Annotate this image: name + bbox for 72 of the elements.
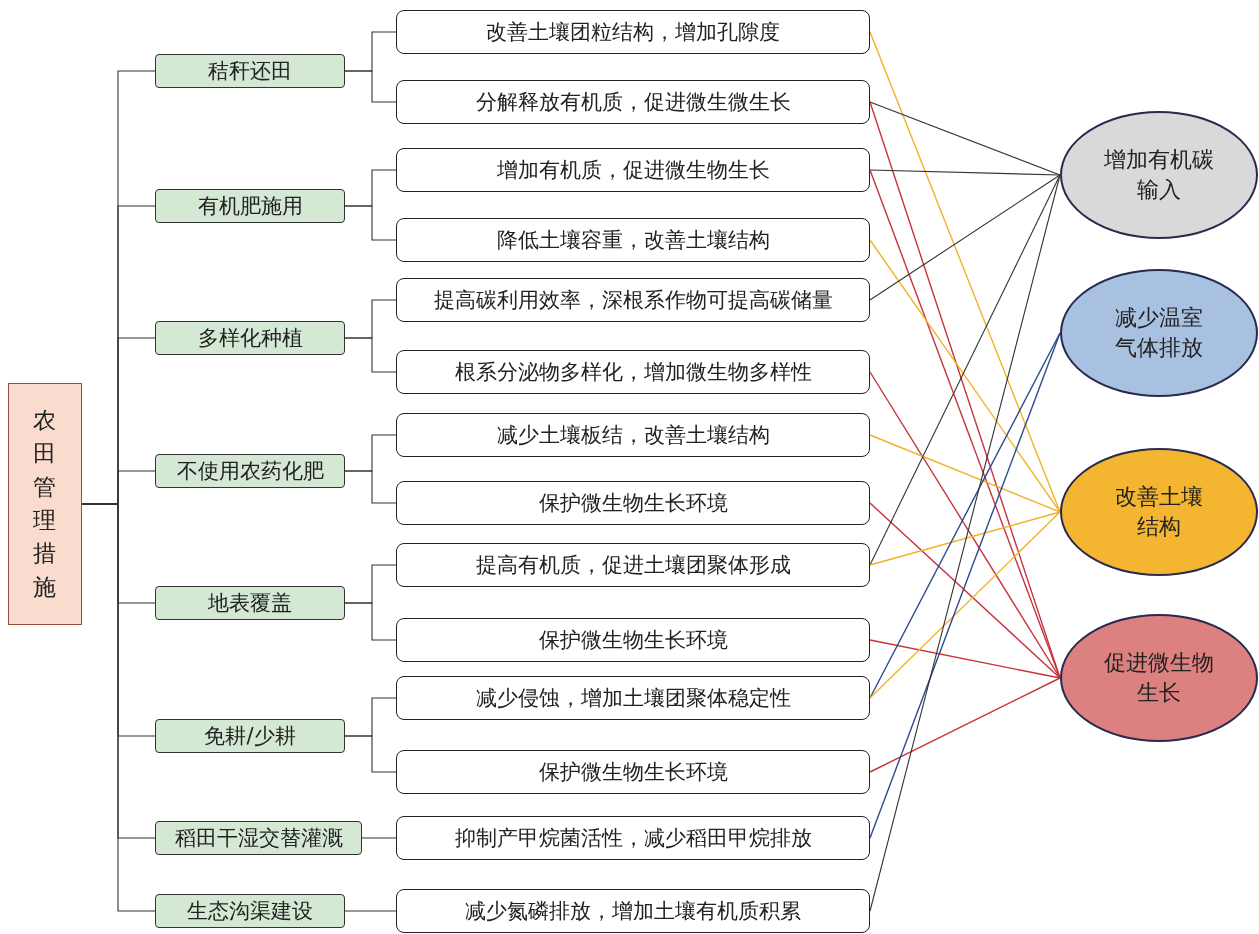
tree-connector [344, 735, 397, 773]
effect-box [396, 816, 870, 860]
tree-connector [344, 337, 397, 373]
tree-connector [344, 205, 397, 241]
effect-box [396, 543, 870, 587]
effect-box [396, 889, 870, 933]
tree-connector [344, 470, 397, 504]
connector-line [869, 174, 1061, 301]
connector-line [869, 239, 1061, 513]
connector-line [869, 174, 1061, 566]
effect-box [396, 148, 870, 192]
node-label: 促进微生物生长 [1103, 649, 1215, 707]
node-label: 根系分泌物多样化，增加微生物多样性 [454, 358, 812, 386]
node-label: 增加有机质，促进微生物生长 [496, 156, 770, 184]
effect-box [396, 10, 870, 54]
node-label: 稻田干湿交替灌溉 [174, 824, 343, 852]
node-label: 有机肥施用 [197, 192, 303, 220]
effect-box [396, 80, 870, 124]
node-label: 减少土壤板结，改善土壤结构 [496, 421, 770, 449]
node-label: 地表覆盖 [208, 589, 292, 617]
effect-box [396, 618, 870, 662]
connector-line [869, 31, 1061, 513]
node-label: 保护微生物生长环境 [538, 489, 728, 517]
node-label: 改善土壤结构 [1114, 483, 1204, 541]
tree-connector [361, 837, 397, 839]
tree-connector [344, 602, 397, 641]
tree-connector [344, 910, 397, 912]
effect-box [396, 676, 870, 720]
connector-line [869, 511, 1061, 566]
category-box [155, 321, 345, 355]
node-label: 减少温室气体排放 [1114, 304, 1204, 362]
category-box [155, 54, 345, 88]
node-label: 减少侵蚀，增加土壤团聚体稳定性 [475, 684, 791, 712]
category-box [155, 821, 362, 855]
connector-line [869, 101, 1061, 176]
node-label: 生态沟渠建设 [187, 897, 313, 925]
connector-line [869, 332, 1061, 839]
effect-box [396, 481, 870, 525]
node-label: 多样化种植 [197, 324, 303, 352]
node-label: 抑制产甲烷菌活性，减少稻田甲烷排放 [454, 824, 812, 852]
node-label: 降低土壤容重，改善土壤结构 [496, 226, 770, 254]
effect-box [396, 278, 870, 322]
node-label: 不使用农药化肥 [176, 457, 324, 485]
effect-box [396, 218, 870, 262]
effect-box [396, 413, 870, 457]
root-box [8, 383, 82, 625]
node-label: 保护微生物生长环境 [538, 758, 728, 786]
connector-line [869, 639, 1061, 679]
node-label: 秸秆还田 [208, 57, 292, 85]
node-label: 减少氮磷排放，增加土壤有机质积累 [465, 897, 801, 925]
effect-box [396, 750, 870, 794]
category-box [155, 719, 345, 753]
node-label: 改善土壤团粒结构，增加孔隙度 [486, 18, 780, 46]
connector-line [869, 174, 1061, 912]
connector-line [869, 677, 1061, 773]
connector-line [869, 434, 1061, 513]
node-label: 提高碳利用效率，深根系作物可提高碳储量 [433, 286, 833, 314]
connector-line [869, 332, 1061, 699]
category-box [155, 586, 345, 620]
node-label: 免耕/少耕 [204, 722, 296, 750]
connector-line [869, 169, 1061, 176]
category-box [155, 894, 345, 928]
node-label: 分解释放有机质，促进微生微生长 [475, 88, 791, 116]
category-box [155, 454, 345, 488]
node-label: 提高有机质，促进土壤团聚体形成 [475, 551, 791, 579]
node-label: 农田管理措施 [32, 405, 58, 602]
tree-connector [344, 70, 397, 103]
effect-box [396, 350, 870, 394]
node-label: 增加有机碳输入 [1103, 146, 1215, 204]
connector-line [869, 371, 1061, 679]
category-box [155, 189, 345, 223]
node-label: 保护微生物生长环境 [538, 626, 728, 654]
